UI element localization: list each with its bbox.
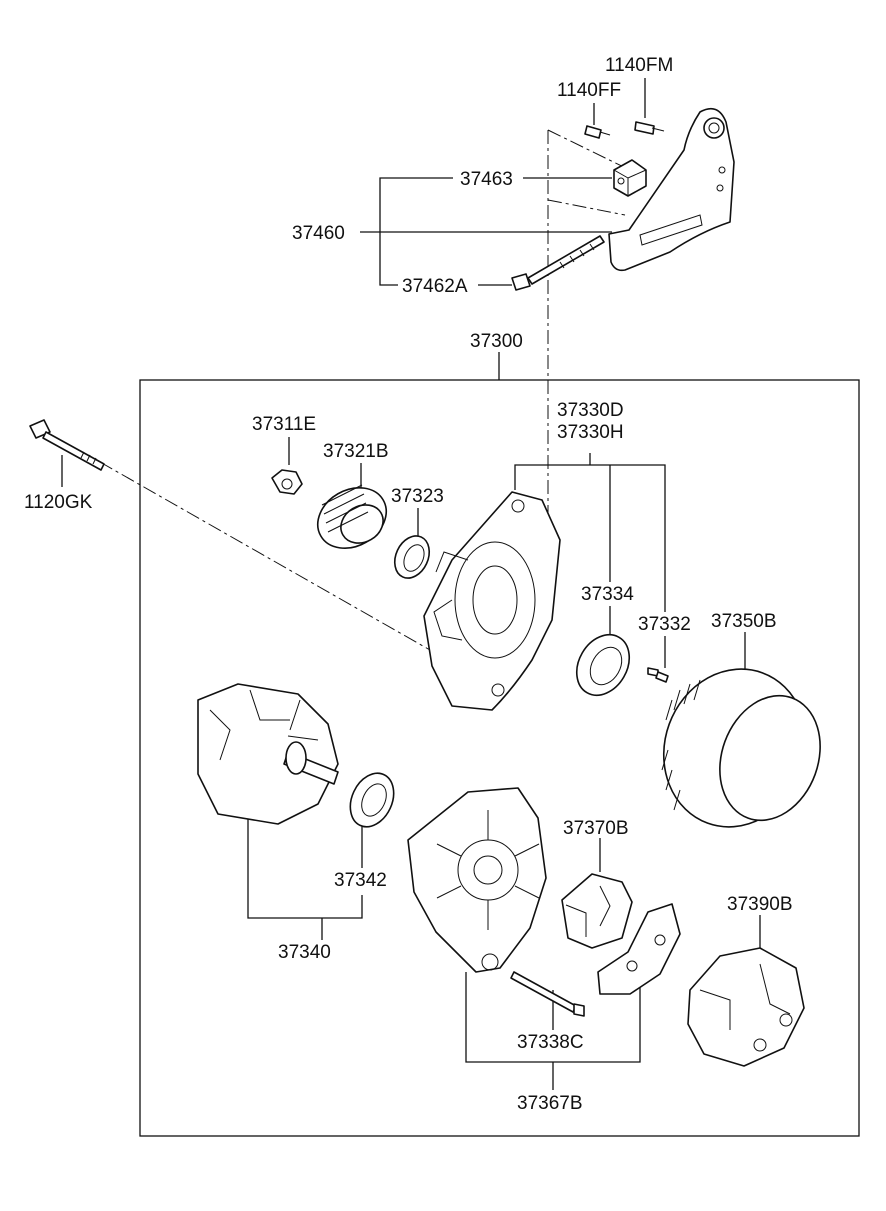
label-1120gk: 1120GK	[24, 492, 93, 513]
spacer-block-37463	[613, 159, 647, 197]
label-1140fm: 1140FM	[605, 55, 673, 76]
label-37300: 37300	[470, 331, 523, 352]
label-37330h: 37330H	[557, 422, 624, 443]
label-37460: 37460	[292, 223, 345, 244]
label-37390b: 37390B	[727, 894, 793, 915]
label-37311e: 37311E	[252, 414, 316, 435]
label-37330d: 37330D	[557, 400, 624, 421]
front-bracket-37330	[423, 491, 561, 711]
label-37332: 37332	[638, 614, 691, 635]
rear-cover-37390b	[687, 947, 805, 1067]
label-37338c: 37338C	[517, 1032, 584, 1053]
label-37340: 37340	[278, 942, 331, 963]
label-37323: 37323	[391, 486, 444, 507]
part-labels: 1140FM 1140FF 37463 37460 37462A 37300 3…	[24, 55, 793, 1114]
rear-bracket-37367b	[407, 787, 547, 973]
regulator-37370b	[561, 873, 681, 995]
centerlines	[99, 129, 641, 651]
nut-37311e	[271, 469, 303, 495]
label-37462a: 37462A	[402, 276, 468, 297]
label-37334: 37334	[581, 584, 634, 605]
label-1140ff: 1140FF	[557, 80, 621, 101]
mounting-bracket-37460	[608, 107, 735, 272]
label-37321b: 37321B	[323, 441, 389, 462]
label-37342: 37342	[334, 870, 387, 891]
label-37370b: 37370B	[563, 818, 629, 839]
bearing-37342	[349, 772, 395, 828]
pulley-37321b	[317, 484, 387, 549]
stator-37350b	[661, 668, 821, 828]
label-37367b: 37367B	[517, 1093, 583, 1114]
bearing-37334	[575, 634, 631, 696]
label-37463: 37463	[460, 169, 513, 190]
rotor-37340	[197, 683, 339, 825]
label-37350b: 37350B	[711, 611, 777, 632]
bolt-37462a	[511, 235, 605, 291]
screw-37332	[647, 667, 669, 683]
spacer-37323	[393, 535, 431, 579]
bolt-1140ff	[584, 125, 611, 139]
bolt-1140fm	[634, 121, 665, 135]
bolt-1120gk	[29, 419, 105, 471]
leader-lines	[61, 78, 761, 1090]
bolt-37338c	[510, 971, 585, 1017]
